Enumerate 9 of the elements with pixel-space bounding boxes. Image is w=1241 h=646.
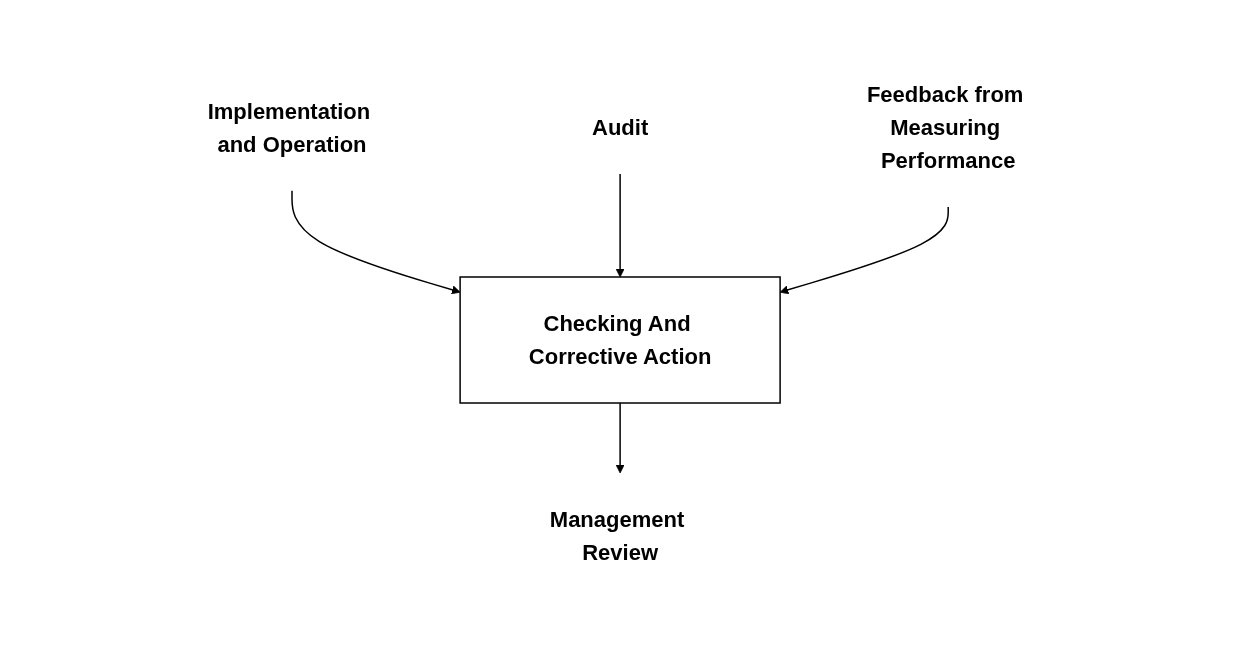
node-text: Audit xyxy=(592,114,649,140)
node-box: Checking And Corrective Action xyxy=(459,275,782,404)
node-text: Management Review xyxy=(550,506,685,565)
arrow xyxy=(780,205,950,294)
node-text: Implementation and Operation xyxy=(208,98,371,156)
arrow xyxy=(291,189,461,294)
arrow xyxy=(616,401,625,473)
node-text: Feedback from Measuring Performance xyxy=(867,81,1024,173)
arrow xyxy=(616,172,625,277)
